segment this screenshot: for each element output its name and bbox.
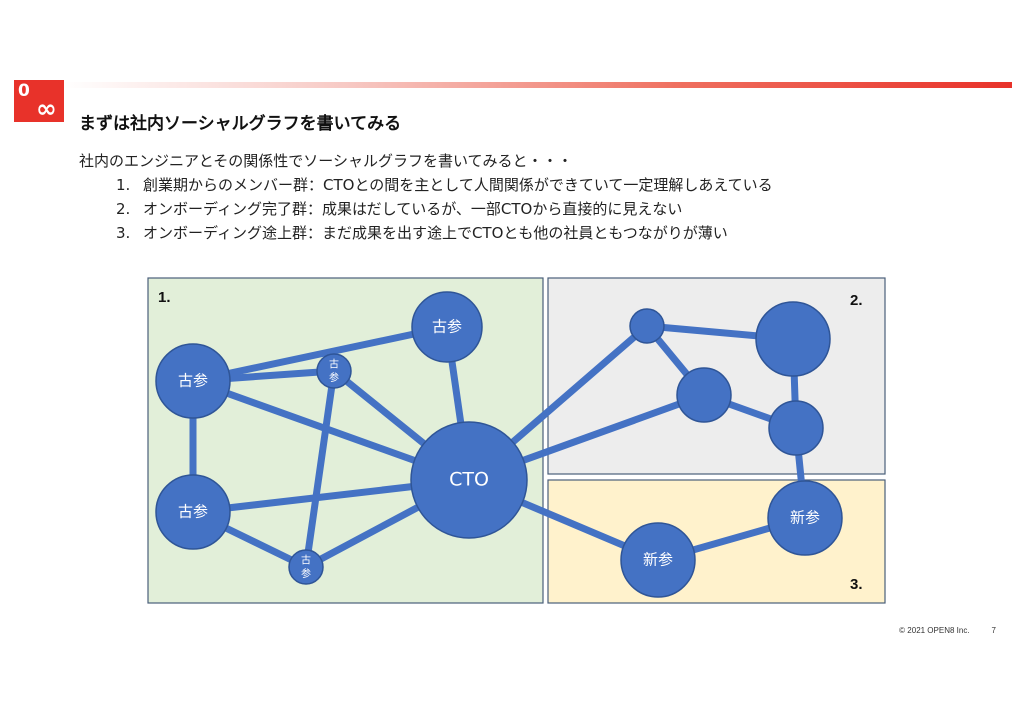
node-label-s1: 新参 bbox=[790, 509, 820, 527]
logo-zero: 0 bbox=[18, 81, 30, 101]
node-b2 bbox=[676, 367, 732, 423]
node-k1 bbox=[155, 343, 231, 419]
node-label-k5: 古 bbox=[301, 553, 311, 566]
edge-k4-k5 bbox=[302, 367, 338, 571]
node-k5 bbox=[288, 549, 324, 585]
page-number: 7 bbox=[991, 626, 996, 635]
region-label-r1: 1. bbox=[158, 289, 171, 306]
slide-footer: © 2021 OPEN8 Inc. 7 bbox=[899, 626, 996, 635]
node-k3 bbox=[155, 474, 231, 550]
node-b3 bbox=[755, 301, 831, 377]
node-label-k3: 古参 bbox=[178, 503, 208, 521]
slide-title: まずは社内ソーシャルグラフを書いてみる bbox=[79, 114, 402, 134]
intro-text: 社内のエンジニアとその関係性でソーシャルグラフを書いてみると・・・ bbox=[79, 152, 573, 170]
list-item-3: 3. オンボーディング途上群：まだ成果を出す途上でCTOとも他の社員ともつながりが… bbox=[116, 222, 728, 243]
node-b4 bbox=[768, 400, 824, 456]
list-item-1: 1. 創業期からのメンバー群：CTOとの間を主として人間関係ができていて一定理解し… bbox=[116, 174, 773, 195]
edge-k1-k2 bbox=[189, 323, 451, 385]
header-gradient-bar bbox=[62, 82, 1012, 88]
list-number: 1. bbox=[116, 176, 131, 194]
node-label-k1: 古参 bbox=[178, 372, 208, 390]
company-logo: 0 ∞ bbox=[14, 80, 64, 123]
node-s1 bbox=[767, 480, 843, 556]
region-label-r2: 2. bbox=[850, 292, 863, 309]
node-label-k5: 参 bbox=[301, 567, 311, 580]
node-label-k2: 古参 bbox=[432, 318, 462, 336]
node-label-cto: CTO bbox=[449, 469, 489, 491]
copyright-text: © 2021 OPEN8 Inc. bbox=[899, 626, 970, 635]
node-label-k4: 参 bbox=[329, 371, 339, 384]
list-number: 2. bbox=[116, 200, 131, 218]
logo-infinity: ∞ bbox=[36, 94, 57, 123]
node-b1 bbox=[629, 308, 665, 344]
list-text: オンボーディング完了群：成果はだしているが、一部CTOから直接的に見えない bbox=[143, 200, 683, 218]
node-cto bbox=[410, 421, 528, 539]
list-number: 3. bbox=[116, 224, 131, 242]
node-label-k4: 古 bbox=[329, 357, 339, 370]
node-s2 bbox=[620, 522, 696, 598]
list-item-2: 2. オンボーディング完了群：成果はだしているが、一部CTOから直接的に見えない bbox=[116, 198, 682, 219]
node-k2 bbox=[411, 291, 483, 363]
region-label-r3: 3. bbox=[850, 576, 863, 593]
list-text: 創業期からのメンバー群：CTOとの間を主として人間関係ができていて一定理解しあえ… bbox=[143, 176, 773, 194]
node-label-s2: 新参 bbox=[643, 551, 673, 569]
node-k4 bbox=[316, 353, 352, 389]
list-text: オンボーディング途上群：まだ成果を出す途上でCTOとも他の社員ともつながりが薄い bbox=[143, 224, 728, 242]
